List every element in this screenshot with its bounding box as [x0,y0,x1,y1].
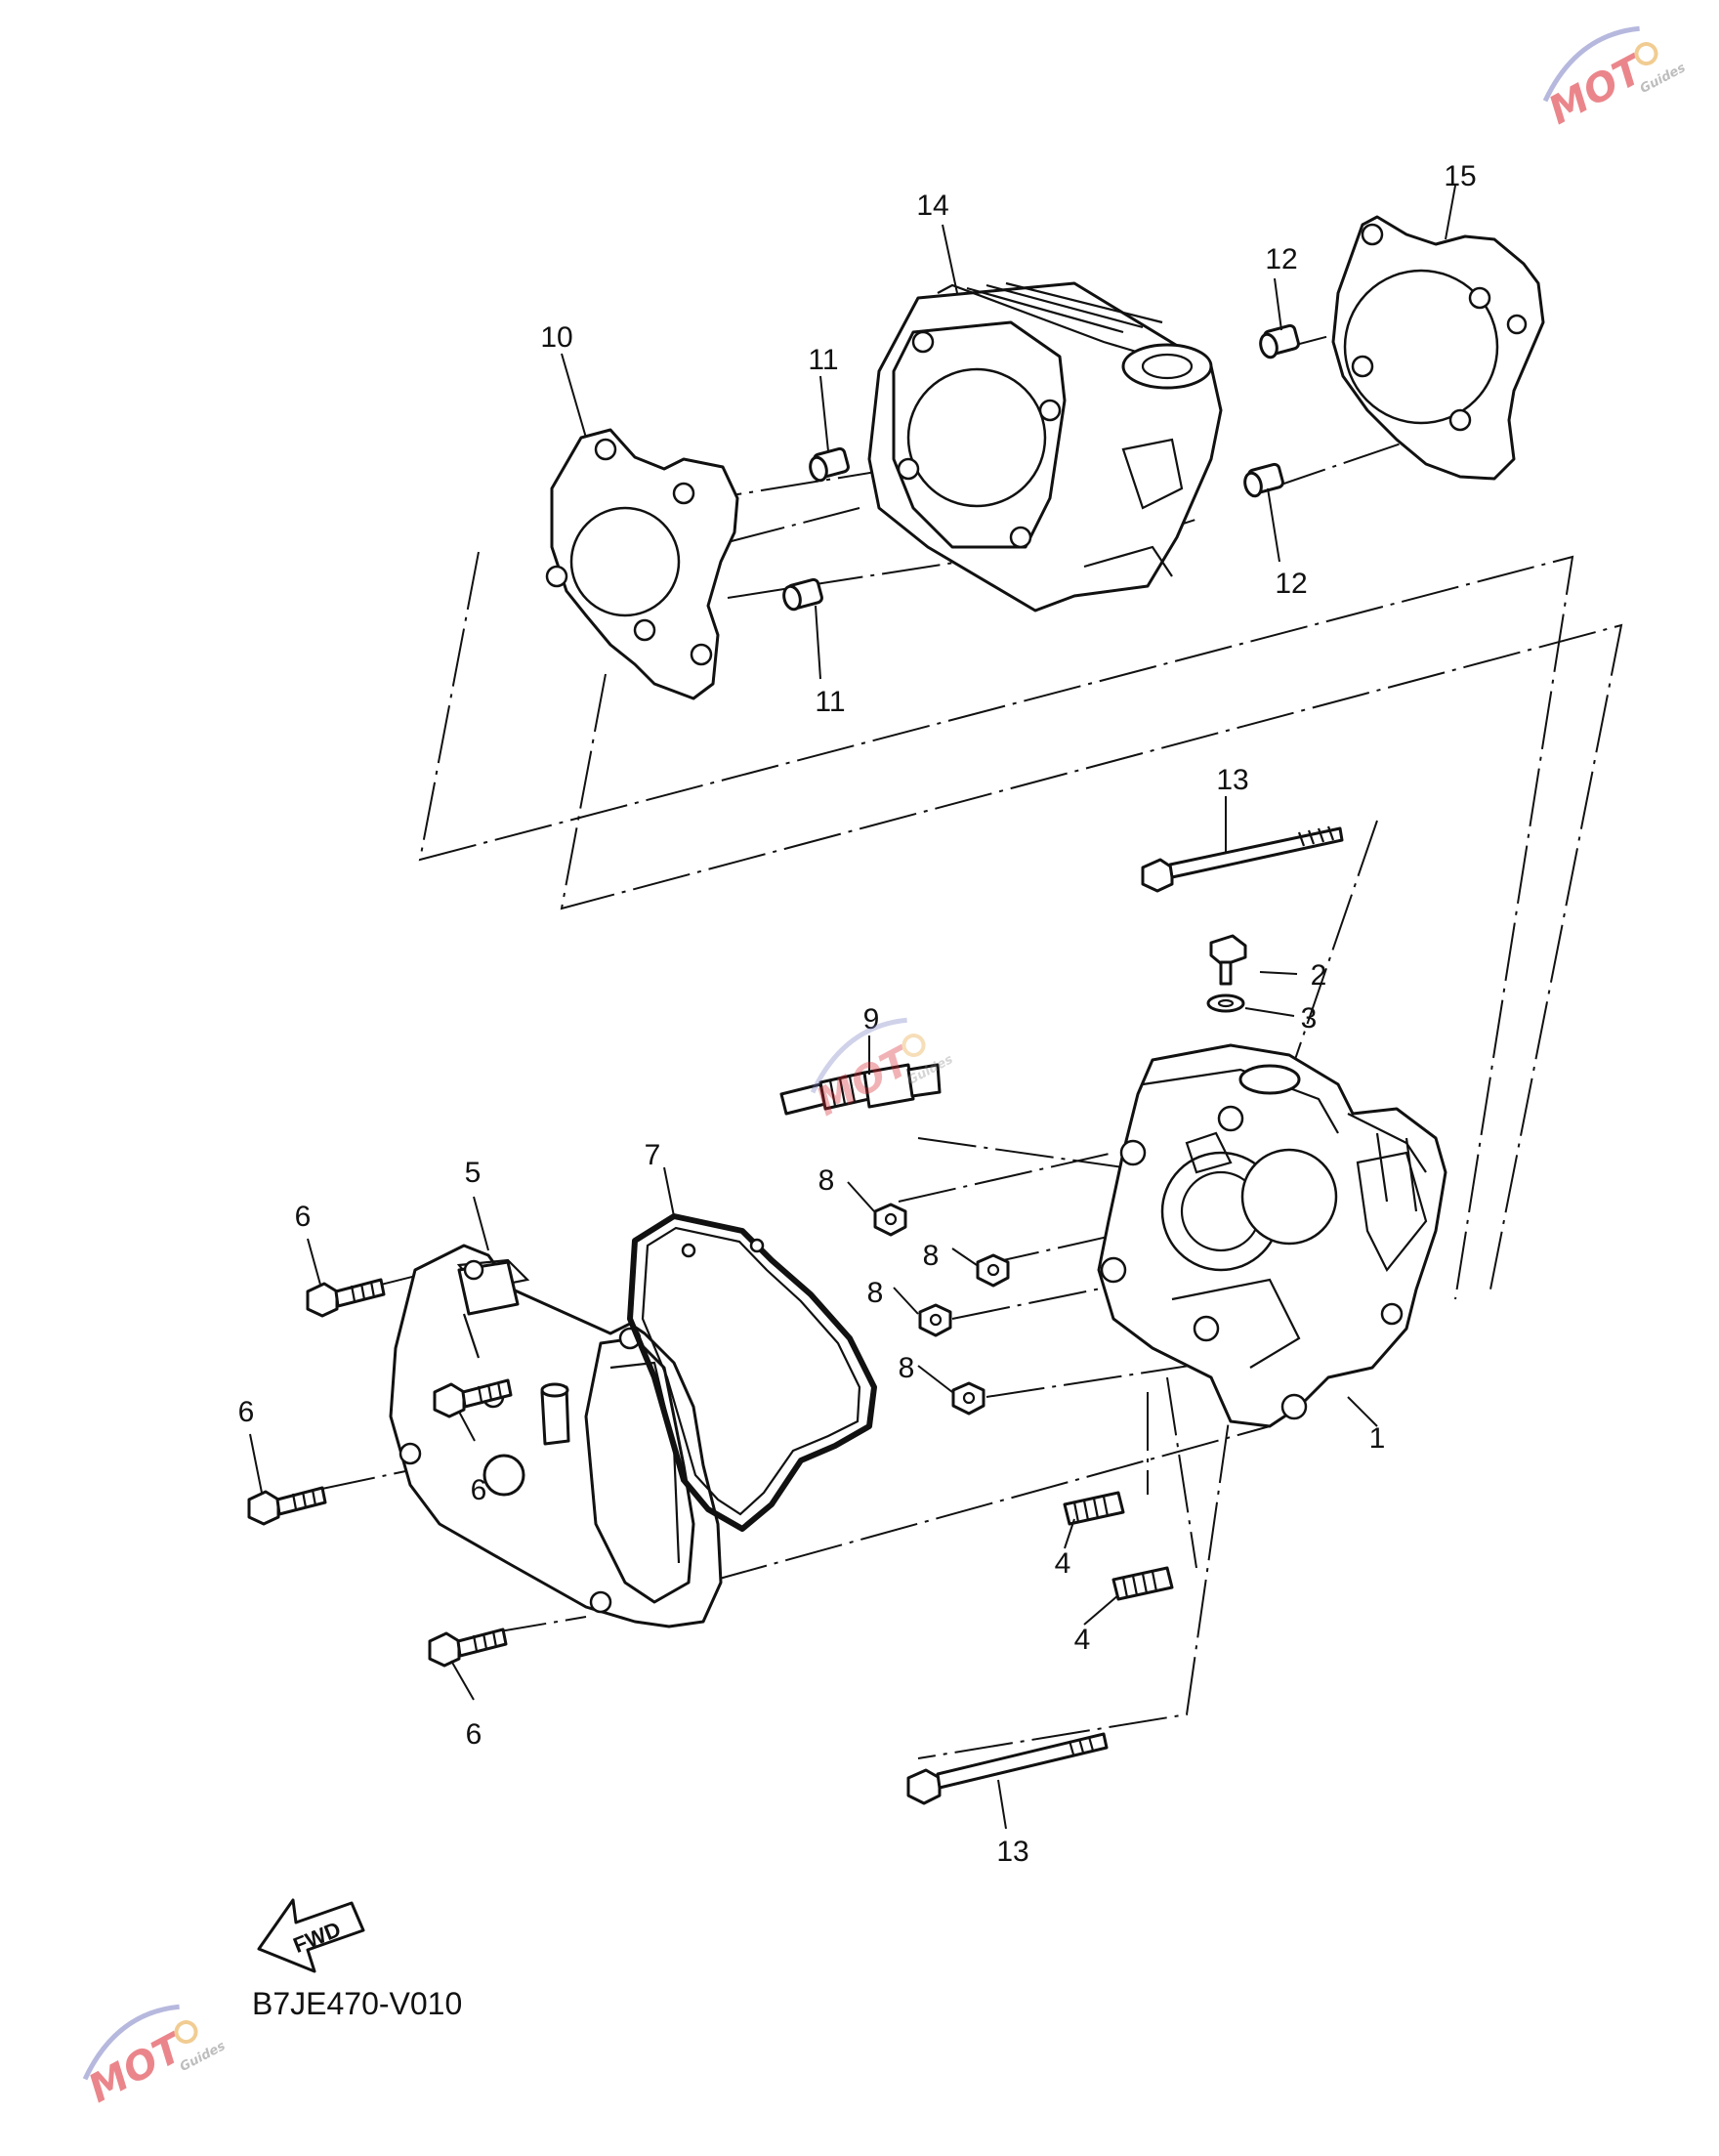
nut-8-b [976,1253,1010,1288]
bolt-6-b [433,1378,513,1418]
callout-13-a: 13 [1216,764,1248,796]
bolt-2 [1209,934,1247,986]
callout-6-d: 6 [466,1718,482,1751]
nut-8-a [873,1203,907,1237]
callout-labels: 1 2 3 4 4 5 6 6 6 6 7 8 8 8 8 9 10 11 11… [238,160,1477,1868]
cylinder-14 [867,281,1223,613]
watermark-logo-top: MOT Guides [1541,25,1689,134]
fwd-arrow-icon: FWD [257,1898,365,1973]
spark-plug-9 [779,1063,942,1116]
callout-15: 15 [1444,160,1476,192]
svg-text:Guides: Guides [1638,61,1689,97]
gasket-15 [1331,215,1545,481]
callout-8-b: 8 [923,1240,940,1272]
washer-3 [1206,993,1245,1013]
stud-bolt-13-lower [906,1732,1109,1805]
leader-lines [249,185,1456,1830]
callout-5: 5 [465,1157,482,1189]
callout-10: 10 [540,321,572,354]
callout-11-b: 11 [815,686,845,718]
nut-8-c [918,1303,952,1337]
callout-12-b: 12 [1275,568,1307,600]
bolt-6-a [306,1278,386,1318]
callout-8-c: 8 [867,1277,884,1309]
callout-11-a: 11 [808,344,838,376]
stud-bolt-13-upper [1141,825,1344,893]
callout-4-a: 4 [1055,1547,1071,1580]
watermark-logo-bottom: MOT Guides [81,2004,229,2112]
callout-6-c: 6 [238,1396,255,1428]
dowel-12-upper [1259,323,1300,359]
callout-6-a: 6 [295,1201,312,1233]
callout-12-a: 12 [1265,243,1297,275]
callout-1: 1 [1369,1422,1386,1455]
callout-9: 9 [863,1003,880,1036]
dowel-11-upper [809,446,850,483]
callout-3: 3 [1301,1002,1318,1035]
callout-6-b: 6 [471,1474,487,1506]
stud-4-b [1111,1566,1174,1601]
callout-2: 2 [1311,959,1327,992]
callout-14: 14 [916,190,948,222]
callout-7: 7 [645,1139,661,1171]
dowel-12-lower [1243,462,1284,498]
svg-text:MOT: MOT [1541,46,1652,133]
bolt-6-d [428,1628,508,1668]
stud-4-a [1063,1491,1125,1526]
callout-8-d: 8 [899,1352,915,1384]
svg-text:Guides: Guides [178,2039,229,2075]
svg-text:MOT: MOT [809,1037,919,1124]
dowel-11-lower [782,577,823,612]
nut-8-d [951,1381,985,1416]
cylinder-head-1 [1097,1043,1447,1428]
svg-text:MOT: MOT [81,2024,191,2111]
gasket-7 [627,1213,877,1532]
bolt-6-c [247,1486,327,1526]
callout-13-b: 13 [996,1836,1028,1868]
gasket-10 [545,428,739,700]
callout-8-a: 8 [818,1164,835,1197]
callout-4-b: 4 [1074,1624,1091,1656]
diagram-code: B7JE470-V010 [252,1986,462,2021]
